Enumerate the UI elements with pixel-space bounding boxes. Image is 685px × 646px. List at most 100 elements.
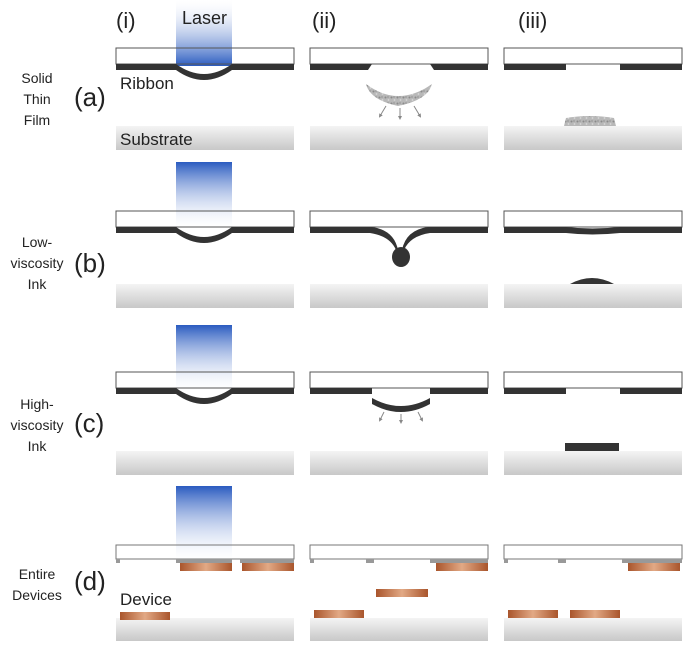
release-layer: [430, 559, 488, 563]
ribbon-carrier: [115, 371, 295, 389]
column-label-iii: (iii): [518, 8, 548, 33]
ribbon-carrier: [503, 210, 683, 228]
ribbon-film: [620, 64, 682, 70]
ribbon-film: [504, 388, 566, 394]
ribbon-carrier: [309, 47, 489, 65]
row-label-c: High- viscosity Ink: [2, 394, 72, 457]
substrate: [310, 284, 488, 308]
ribbon-film: [430, 64, 488, 70]
film-bulge: [176, 388, 232, 404]
ribbon-film: [116, 64, 176, 70]
row-label-line: High-: [20, 396, 54, 412]
ink-droplet: [392, 247, 410, 267]
release-layer: [558, 559, 566, 563]
substrate: [504, 451, 682, 475]
ink-arrow: [379, 411, 385, 422]
row-label-line: viscosity: [10, 417, 64, 433]
ribbon-film: [310, 64, 372, 70]
row-label-line: Ink: [27, 276, 47, 292]
laser-beam: [176, 486, 232, 560]
ribbon-film: [232, 64, 294, 70]
substrate: [310, 451, 488, 475]
ink-arrow: [417, 411, 423, 422]
substrate: [504, 126, 682, 150]
row-label-line: Devices: [12, 587, 62, 603]
substrate: [116, 618, 294, 641]
release-layer: [116, 559, 120, 563]
ribbon-film: [430, 388, 488, 394]
row-letter-c: (c): [74, 408, 105, 438]
device: [570, 610, 620, 618]
ribbon-film: [310, 388, 372, 394]
device: [242, 563, 294, 571]
ejected-device: [376, 589, 428, 597]
row-label-a: Solid Thin Film: [2, 68, 72, 131]
ribbon-carrier: [503, 371, 683, 389]
ejected-debris: [366, 84, 432, 106]
release-layer: [240, 559, 294, 563]
row-label-line: Low-: [21, 234, 53, 250]
ribbon-film: [116, 227, 176, 233]
deposited-droplet: [570, 278, 614, 284]
device: [508, 610, 558, 618]
row-label-line: Solid: [21, 70, 53, 86]
substrate: [504, 618, 682, 641]
laser-label: Laser: [182, 8, 228, 28]
substrate: [116, 451, 294, 475]
release-layer: [622, 559, 682, 563]
release-layer: [310, 559, 314, 563]
ribbon-film: [620, 388, 682, 394]
device: [436, 563, 488, 571]
ribbon-carrier: [503, 47, 683, 65]
substrate-label: Substrate: [120, 130, 193, 149]
ribbon-carrier: [309, 210, 489, 228]
deposited-debris: [564, 116, 616, 126]
ribbon-carrier: [115, 210, 295, 228]
row-label-line: Thin: [23, 91, 51, 107]
ribbon-label: Ribbon: [120, 74, 174, 93]
deposited-ink-segment: [565, 443, 619, 451]
column-label-i: (i): [116, 8, 136, 33]
ribbon-carrier: [115, 47, 295, 65]
ribbon-film: [116, 388, 176, 394]
substrate: [504, 284, 682, 308]
debris-arrow: [413, 105, 422, 118]
substrate: [310, 126, 488, 150]
ribbon-film: [504, 64, 566, 70]
film-bulge: [176, 227, 232, 243]
device: [120, 612, 170, 620]
row-letter-d: (d): [74, 566, 106, 596]
substrate: [116, 126, 294, 150]
laser-beam: [176, 0, 232, 66]
substrate: [116, 284, 294, 308]
release-layer: [366, 559, 374, 563]
debris-arrow: [378, 105, 387, 118]
device: [314, 610, 364, 618]
release-layer: [504, 559, 508, 563]
laser-beam: [176, 325, 232, 391]
row-label-b: Low- viscosity Ink: [2, 232, 72, 295]
substrate: [310, 618, 488, 641]
row-label-line: Film: [23, 112, 51, 128]
ribbon-film: [232, 227, 294, 233]
ribbon-carrier: [309, 544, 489, 560]
release-layer: [176, 559, 232, 563]
row-label-line: Entire: [18, 566, 56, 582]
row-letter-a: (a): [74, 82, 106, 112]
ejected-ink-segment: [372, 398, 430, 412]
row-label-line: Ink: [27, 438, 47, 454]
laser-beam: [176, 162, 232, 228]
device: [180, 563, 232, 571]
row-label-line: viscosity: [10, 255, 64, 271]
row-letter-b: (b): [74, 248, 106, 278]
ribbon-film: [504, 227, 682, 235]
ribbon-film: [232, 388, 294, 394]
film-bulge: [176, 64, 232, 80]
device-label: Device: [120, 590, 172, 609]
ink-jet: [310, 227, 488, 250]
ribbon-carrier: [503, 544, 683, 560]
ribbon-carrier: [309, 371, 489, 389]
column-label-ii: (ii): [312, 8, 337, 33]
